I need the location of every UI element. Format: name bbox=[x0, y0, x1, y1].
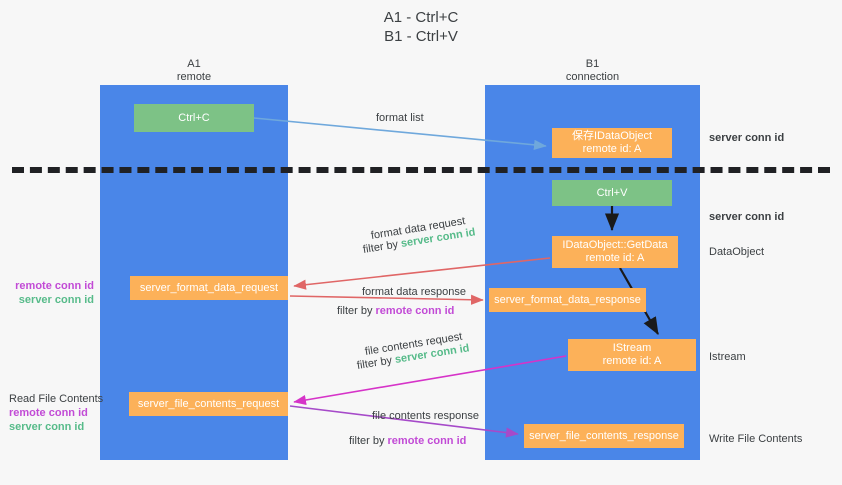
node-ctrl-v-label: Ctrl+V bbox=[596, 186, 628, 199]
side-label-server-conn-id-mid: server conn id bbox=[709, 211, 785, 223]
filter-key-remote-conn-id: remote conn id bbox=[387, 435, 467, 447]
filter-prefix: filter by bbox=[349, 435, 388, 447]
node-getdata-line1: IDataObject::GetData bbox=[562, 239, 668, 251]
left-label-remote-conn-id-2: remote conn id bbox=[9, 407, 88, 419]
lane-b1-subtitle: connection bbox=[565, 71, 620, 83]
title-line-2: B1 - Ctrl+V bbox=[384, 28, 458, 45]
edge-label-file-contents-response-filter: filter by remote conn id bbox=[349, 434, 466, 448]
lane-header-a1: A1 remote bbox=[100, 58, 288, 84]
lane-b1-title: B1 bbox=[585, 58, 600, 70]
page-title: A1 - Ctrl+C B1 - Ctrl+V bbox=[0, 8, 842, 46]
side-label-istream: Istream bbox=[709, 351, 746, 363]
node-getdata-line2: remote id: A bbox=[585, 252, 645, 264]
node-server-format-data-request-label: server_format_data_request bbox=[139, 281, 279, 294]
node-server-format-data-response-label: server_format_data_response bbox=[494, 293, 641, 306]
node-istream-line1: IStream bbox=[612, 342, 652, 354]
left-label-server-conn-id-2: server conn id bbox=[9, 421, 85, 433]
node-ctrl-c-label: Ctrl+C bbox=[178, 111, 210, 124]
node-istream[interactable]: IStream remote id: A bbox=[568, 339, 696, 371]
side-label-dataobject: DataObject bbox=[709, 246, 765, 258]
phase-divider bbox=[12, 167, 830, 173]
node-server-format-data-response[interactable]: server_format_data_response bbox=[489, 288, 646, 312]
lane-a1-title: A1 bbox=[187, 58, 201, 70]
side-label-server-conn-id-top: server conn id bbox=[709, 132, 785, 144]
node-ctrl-v[interactable]: Ctrl+V bbox=[552, 180, 672, 206]
edge-label-file-contents-response: file contents response bbox=[372, 410, 480, 422]
filter-prefix: filter by bbox=[337, 305, 376, 317]
side-label-write-file-contents: Write File Contents bbox=[709, 433, 803, 445]
left-label-server-conn-id-1: server conn id bbox=[18, 294, 94, 306]
node-ctrl-c[interactable]: Ctrl+C bbox=[134, 104, 254, 132]
node-server-file-contents-response[interactable]: server_file_contents_response bbox=[524, 424, 684, 448]
left-label-group-file: Read File Contents remote conn id server… bbox=[9, 392, 104, 434]
left-label-remote-conn-id-1: remote conn id bbox=[15, 280, 94, 292]
node-server-file-contents-request[interactable]: server_file_contents_request bbox=[129, 392, 288, 416]
lane-header-b1: B1 connection bbox=[485, 58, 700, 84]
node-save-idataobject-line2: remote id: A bbox=[582, 143, 642, 155]
edge-label-format-list: format list bbox=[376, 112, 424, 124]
filter-prefix: filter by bbox=[362, 238, 402, 256]
node-server-file-contents-response-label: server_file_contents_response bbox=[529, 429, 679, 442]
title-line-1: A1 - Ctrl+C bbox=[383, 9, 459, 26]
filter-key-remote-conn-id: remote conn id bbox=[375, 305, 455, 317]
node-server-file-contents-request-label: server_file_contents_request bbox=[137, 397, 280, 410]
node-save-idataobject[interactable]: 保存IDataObject remote id: A bbox=[552, 128, 672, 158]
edge-label-format-data-response: format data response bbox=[362, 286, 466, 298]
lane-a1-subtitle: remote bbox=[176, 71, 212, 83]
node-istream-line2: remote id: A bbox=[602, 355, 662, 367]
node-server-format-data-request[interactable]: server_format_data_request bbox=[130, 276, 288, 300]
filter-prefix: filter by bbox=[356, 354, 396, 372]
node-save-idataobject-line1: 保存IDataObject bbox=[571, 130, 653, 142]
left-label-read-file-contents: Read File Contents bbox=[9, 393, 104, 405]
edge-label-format-data-response-filter: filter by remote conn id bbox=[337, 304, 454, 318]
left-label-group-format: remote conn id server conn id bbox=[9, 279, 94, 307]
node-idataobject-getdata[interactable]: IDataObject::GetData remote id: A bbox=[552, 236, 678, 268]
